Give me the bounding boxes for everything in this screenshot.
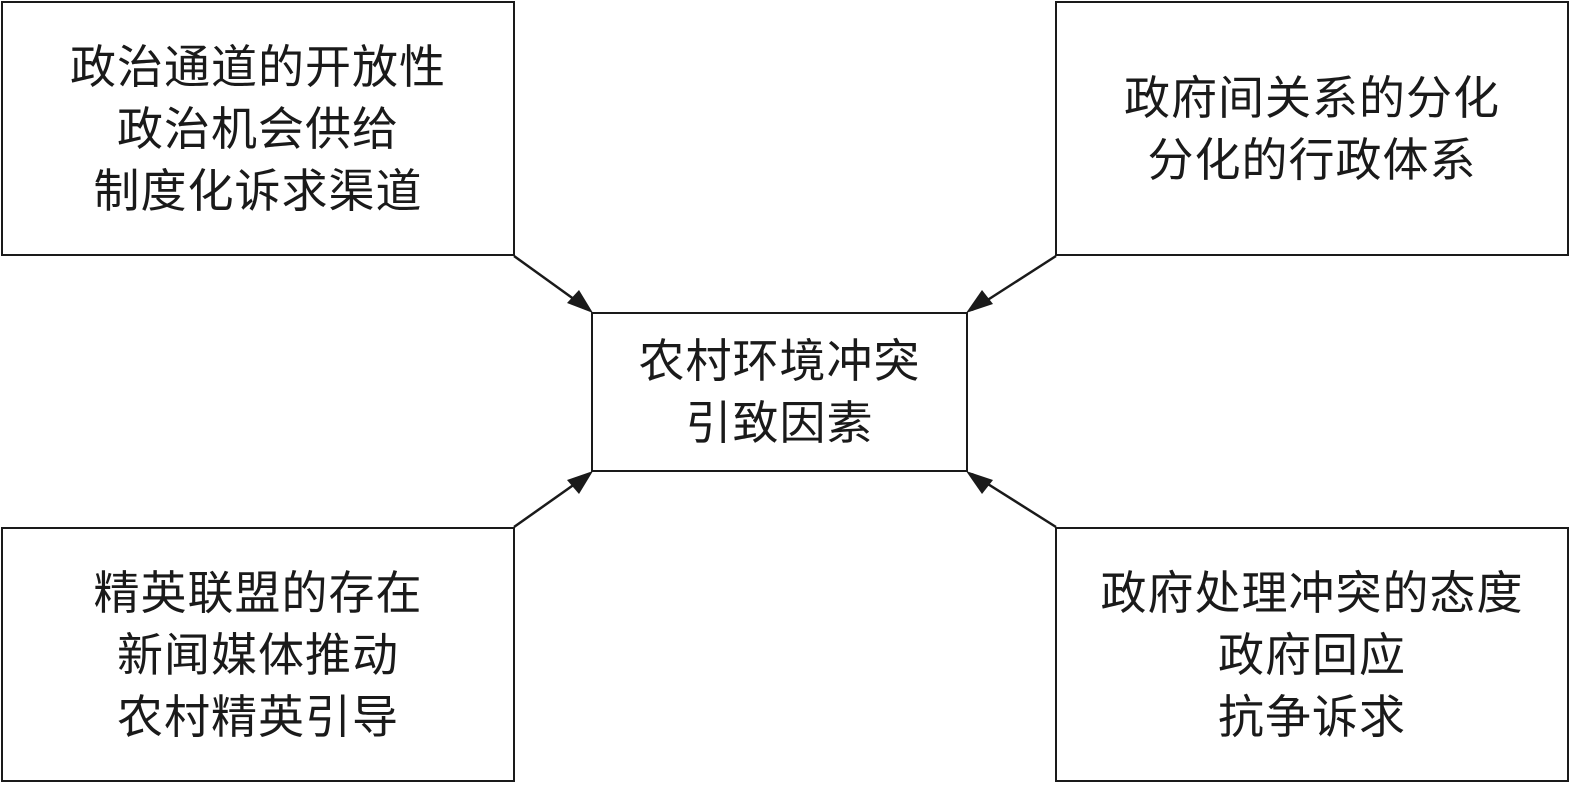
factor-line: 新闻媒体推动	[117, 627, 399, 682]
factor-box-political-channel: 政治通道的开放性 政治机会供给 制度化诉求渠道	[1, 1, 515, 256]
factor-box-elite-alliance: 精英联盟的存在 新闻媒体推动 农村精英引导	[1, 527, 515, 782]
arrowhead-bottom-left	[567, 471, 593, 494]
factor-line: 政府间关系的分化	[1124, 70, 1500, 125]
arrowhead-top-left	[567, 290, 593, 313]
factor-line: 政府回应	[1218, 627, 1406, 682]
center-line: 引致因素	[685, 396, 874, 450]
factor-line: 政治通道的开放性	[70, 39, 446, 94]
arrow-bottom-right-to-center	[971, 472, 1057, 529]
arrow-bottom-left-to-center	[513, 472, 590, 529]
factor-line: 政府处理冲突的态度	[1100, 565, 1524, 620]
factor-box-intergovernmental-relations: 政府间关系的分化 分化的行政体系	[1055, 1, 1569, 256]
center-box-rural-conflict-causes: 农村环境冲突 引致因素	[591, 312, 968, 472]
factor-line: 精英联盟的存在	[93, 565, 423, 620]
arrowhead-bottom-right	[966, 471, 993, 494]
arrow-top-right-to-center	[971, 254, 1057, 312]
center-line: 农村环境冲突	[638, 334, 921, 388]
factor-box-government-attitude: 政府处理冲突的态度 政府回应 抗争诉求	[1055, 527, 1569, 782]
factor-line: 抗争诉求	[1218, 689, 1406, 744]
factor-line: 农村精英引导	[117, 689, 399, 744]
arrowhead-top-right	[966, 290, 993, 313]
factor-line: 制度化诉求渠道	[93, 163, 423, 218]
arrow-top-left-to-center	[513, 254, 590, 312]
factor-line: 分化的行政体系	[1147, 132, 1477, 187]
factor-line: 政治机会供给	[117, 101, 399, 156]
